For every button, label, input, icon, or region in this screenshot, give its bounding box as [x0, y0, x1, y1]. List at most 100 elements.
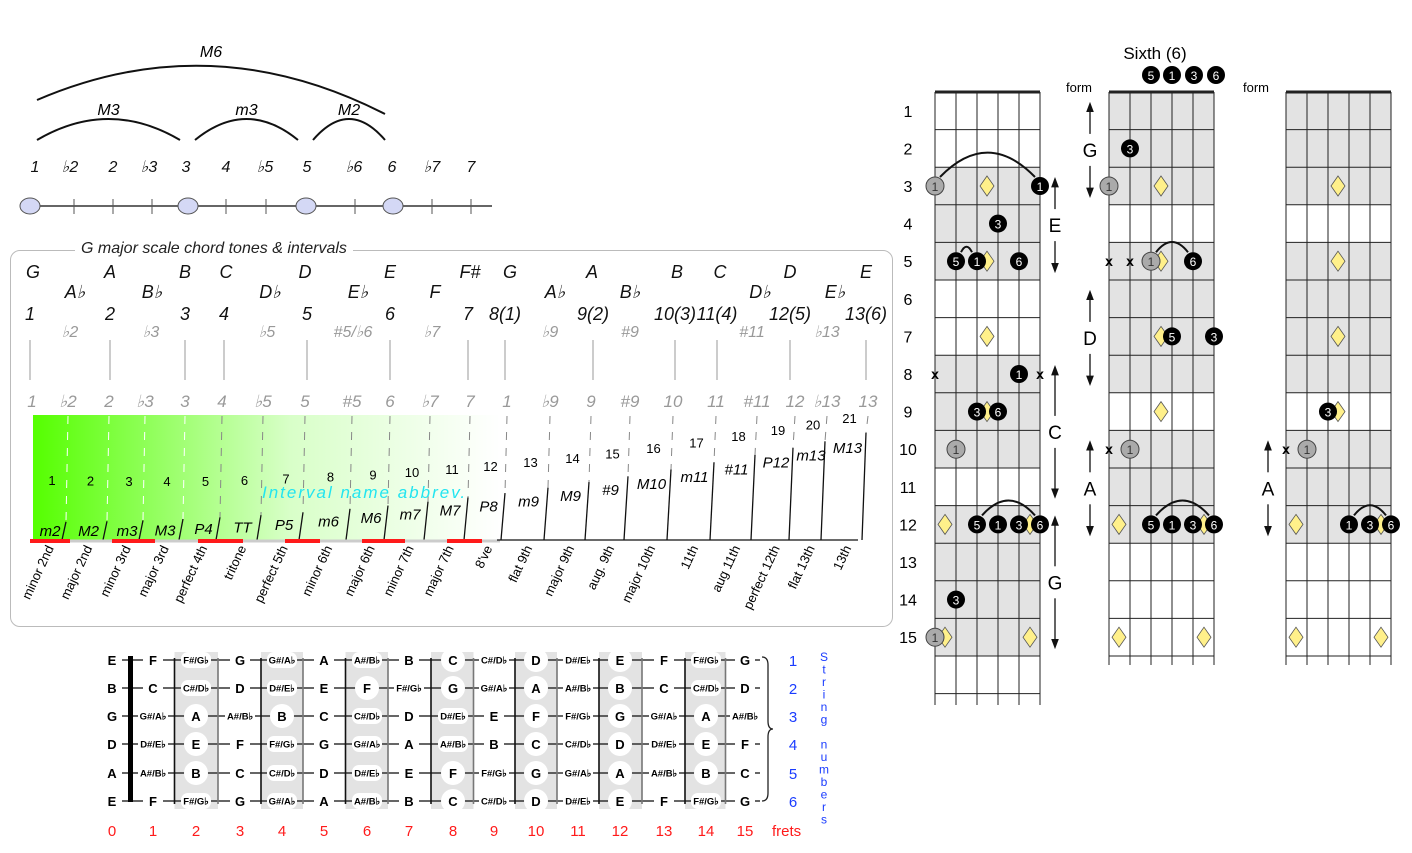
interval-name: minor 3rd — [97, 543, 134, 599]
note-name: G#/A♭ — [269, 656, 296, 667]
note-name: F#/G♭ — [396, 684, 422, 695]
note-bg — [479, 652, 509, 668]
dot-degree: 3 — [953, 594, 960, 608]
note-bg — [352, 765, 382, 781]
inlay-marker-icon — [979, 175, 995, 197]
string-bracket — [761, 656, 774, 802]
barre-arc — [1353, 504, 1387, 517]
interval-abbrev: M2 — [78, 523, 99, 540]
interval-divider — [298, 512, 304, 541]
degree-label: ♭2 — [62, 159, 79, 176]
interval-abbrev: TT — [233, 519, 253, 536]
scale-degree: 5 — [302, 304, 313, 324]
semitone-divider — [106, 415, 110, 522]
note-bg — [735, 791, 755, 811]
interval-degree: ♭7 — [421, 392, 439, 411]
interval-degree: #5 — [343, 392, 362, 411]
dot-degree: 6 — [1388, 518, 1395, 532]
semitone-count: 21 — [842, 411, 856, 426]
chord-tone-dot — [1382, 515, 1400, 534]
fret-number: 13 — [656, 823, 673, 840]
interval-divider — [584, 481, 590, 541]
note-bg — [608, 761, 632, 785]
interval-name: major 7th — [420, 543, 457, 598]
scale-degree: 3 — [180, 304, 190, 324]
note-name: D♭ — [749, 282, 771, 302]
chord-tone-dot — [1031, 515, 1049, 534]
note-bg — [484, 734, 504, 754]
note-name: D#/E♭ — [651, 740, 677, 751]
note-name: G — [503, 262, 517, 282]
note-name: G — [235, 653, 245, 668]
note-name: E♭ — [348, 282, 369, 302]
note-name: A — [404, 737, 414, 752]
note-name: C#/D♭ — [183, 684, 210, 695]
interval-degree: 5 — [300, 392, 310, 411]
degree-label: 3 — [182, 159, 191, 176]
fret-number: 1 — [904, 104, 913, 121]
interval-name: major 2nd — [57, 543, 95, 602]
note-name: G — [740, 794, 750, 809]
interval-abbrev: m7 — [400, 507, 421, 524]
interval-abbrev: m3 — [117, 523, 138, 540]
note-bg — [735, 650, 755, 670]
interval-abbrev: m13 — [796, 448, 826, 465]
note-bg — [181, 793, 211, 809]
note-name: F# — [459, 262, 481, 282]
interval-arc — [194, 118, 299, 141]
note-name: G#/A♭ — [269, 797, 296, 808]
note-bg — [524, 732, 548, 756]
fret-number: 7 — [405, 823, 413, 840]
fret-number: 4 — [278, 823, 286, 840]
note-name: C — [714, 262, 728, 282]
interval-degree: 6 — [385, 392, 395, 411]
note-name: E — [384, 262, 397, 282]
chord-tone-dot — [947, 590, 965, 609]
fret-shade — [431, 652, 474, 809]
interval-degree: #11 — [743, 392, 770, 411]
interval-divider — [666, 469, 672, 541]
inlay-marker-icon — [1373, 626, 1389, 648]
note-bg — [352, 652, 382, 668]
note-bg — [441, 761, 465, 785]
dot-degree: 3 — [1016, 518, 1023, 532]
note-name: A — [191, 709, 201, 724]
dot-degree: 6 — [1016, 255, 1023, 269]
semitone-divider — [467, 415, 471, 498]
note-name: F — [149, 653, 157, 668]
note-bg — [314, 763, 334, 783]
interval-degree: ♭2 — [59, 392, 77, 411]
semitone-divider — [754, 415, 758, 455]
fret-shade — [599, 652, 642, 809]
note-name: E♭ — [825, 282, 846, 302]
open-string-name: G — [107, 709, 117, 724]
note-bg — [694, 704, 718, 728]
dot-degree: 1 — [1016, 368, 1023, 382]
note-bg — [608, 732, 632, 756]
note-bg — [524, 704, 548, 728]
semitone-divider — [29, 415, 33, 523]
barre-arc — [1155, 241, 1189, 253]
note-name: D#/E♭ — [354, 769, 380, 780]
semitone-divider — [865, 415, 869, 433]
note-bg — [694, 732, 718, 756]
fret-shade — [685, 652, 726, 809]
note-name: E — [490, 709, 499, 724]
semitone-divider — [824, 415, 828, 442]
interval-divider — [102, 521, 108, 541]
chord-tone-dot — [1142, 515, 1160, 534]
formula-dot — [1185, 66, 1203, 84]
note-bg — [270, 704, 294, 728]
interval-name: aug. 9th — [584, 543, 617, 592]
barre-arc — [981, 499, 1036, 517]
scale-degree: 10(3) — [654, 304, 696, 324]
fret-shade — [515, 652, 557, 809]
note-bg — [314, 791, 334, 811]
note-name: B — [404, 653, 413, 668]
note-name: D — [740, 681, 749, 696]
form-arrow-label: G — [1083, 141, 1098, 162]
note-bg — [399, 734, 419, 754]
interval-degree: 7 — [465, 392, 475, 411]
note-name: E — [192, 737, 201, 752]
scale-degree: #9 — [621, 324, 639, 341]
